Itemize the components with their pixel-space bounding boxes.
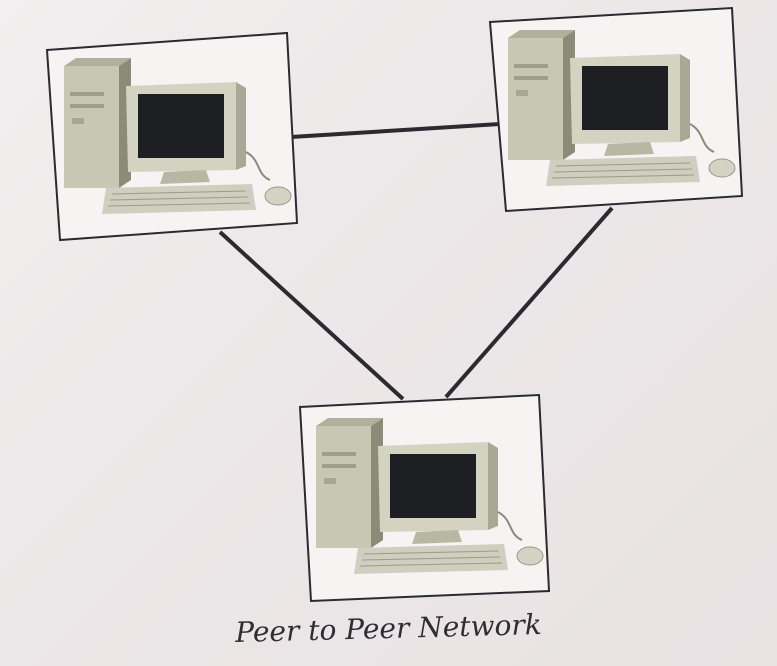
computer-top-left-node bbox=[45, 31, 299, 242]
link-top-left-to-bottom bbox=[218, 230, 405, 401]
link-top-left-to-top-right bbox=[290, 122, 501, 139]
computer-bottom-node bbox=[298, 393, 551, 603]
link-top-right-to-bottom bbox=[444, 206, 614, 399]
computer-top-right-node bbox=[488, 6, 744, 213]
